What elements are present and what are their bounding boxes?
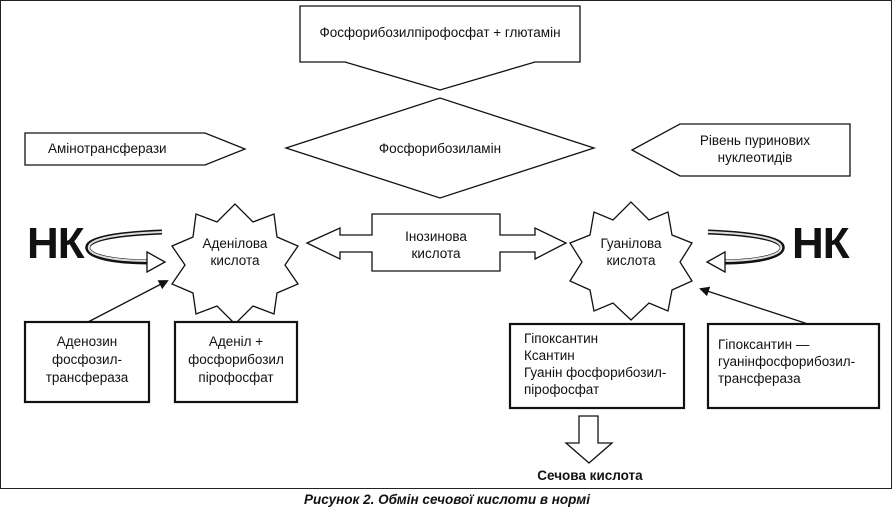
uric-acid-label: Сечова кислота [537,468,643,483]
adenyl-prpp-line2: фосфорибозил [188,352,284,367]
hgprt-line1: Гіпоксантин — [718,337,810,352]
top-block-arrow [299,5,581,91]
hypoxanthine-line4: пірофосфат [524,382,600,397]
diagram-frame [0,0,892,489]
adenyl-prpp-line1: Аденіл + [208,334,264,349]
phosphoribosylamine-label: Фосфорибозиламін [378,141,502,156]
adenylic-label-line2: кислота [210,253,260,268]
adenine-ptase-line2: фосфозил- [52,352,122,367]
hypoxanthine-box [508,322,686,410]
purine-level-label-line2: нуклеотидів [717,150,793,165]
aminotransferases-arrow [24,132,247,166]
adenine-ptase-line1: Аденозин [56,334,118,349]
guanylic-acid-star [569,201,693,321]
hgprt-box [706,322,881,410]
hgprt-line2: гуанінфосфорибозил- [718,354,856,369]
arrow-to-adenylic [87,280,169,323]
adenyl-prpp-line3: пірофосфат [198,370,274,385]
adenyl-prpp-box [173,320,299,404]
top-substrate-label: Фосфорибозилпірофосфат + глютамін [319,25,561,40]
adenylic-label-line1: Аденілова [202,236,268,251]
inosinic-double-arrow [305,213,568,272]
arrow-to-guanylic [699,286,809,325]
uric-acid-arrow [564,415,614,464]
hypoxanthine-line3: Гуанін фосфорибозил- [524,365,667,380]
hypoxanthine-line1: Гіпоксантин [524,331,599,346]
inosinic-label-line1: Інозинова [405,229,467,244]
purine-level-arrow [630,123,851,177]
hgprt-line3: трансфераза [718,371,801,386]
phosphoribosylamine-diamond [283,97,597,199]
adenine-ptase-box [23,320,151,404]
nk-left-label: НК [27,219,85,268]
left-feedback-arrow [85,229,167,274]
inosinic-label-line2: кислота [411,246,461,261]
adenine-ptase-line3: трансфераза [45,370,129,385]
adenylic-acid-star [171,203,299,325]
purine-level-label-line1: Рівень пуринових [699,133,811,148]
guanylic-label-line1: Гуанілова [600,236,662,251]
figure-caption: Рисунок 2. Обмін сечової кислоти в нормі [304,492,590,507]
hypoxanthine-line2: Ксантин [524,348,575,363]
guanylic-label-line2: кислота [606,253,656,268]
aminotransferases-label: Амінотрансферази [48,141,167,156]
nk-right-label: НК [792,219,850,268]
right-feedback-arrow [705,229,785,274]
